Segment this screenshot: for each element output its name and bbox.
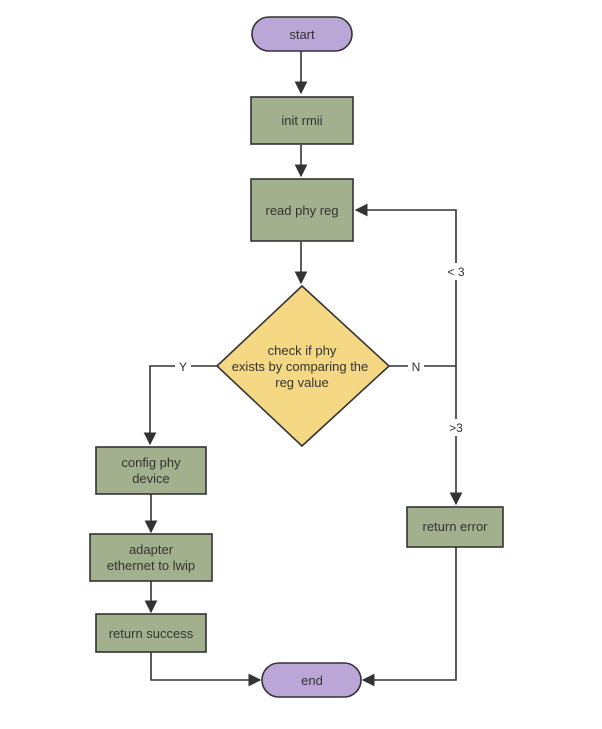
config-phy-label-line-1: config phy <box>121 455 181 470</box>
node-start: start <box>251 16 353 52</box>
node-end: end <box>261 662 362 698</box>
check-phy-label-line-3: reg value <box>275 375 328 390</box>
adapter-box <box>89 533 213 582</box>
return-error-label: return error <box>422 519 488 534</box>
yes-label-bg <box>175 358 191 374</box>
init-rmii-label: init rmii <box>281 113 322 128</box>
node-adapter: adapter ethernet to lwip <box>89 533 213 582</box>
greater-than-3-label-bg <box>446 419 466 436</box>
read-phy-reg-box <box>250 178 354 242</box>
edge-check-to-config-yes <box>143 365 217 446</box>
node-init-rmii: init rmii <box>250 96 354 145</box>
check-phy-diamond <box>215 284 391 448</box>
return-success-box <box>95 613 207 653</box>
start-terminal-shape <box>251 16 353 52</box>
check-phy-label-line-2: exists by comparing the <box>232 359 369 374</box>
edge-labels: Y N < 3 >3 <box>175 263 468 436</box>
no-label-bg <box>408 358 424 374</box>
init-rmii-box <box>250 96 354 145</box>
edge-error-to-end <box>361 547 457 687</box>
end-label: end <box>301 673 323 688</box>
less-than-3-label: < 3 <box>447 265 464 279</box>
return-success-label: return success <box>109 626 194 641</box>
read-phy-reg-label: read phy reg <box>266 203 339 218</box>
no-label: N <box>412 360 421 374</box>
adapter-label-line-2: ethernet to lwip <box>107 558 195 573</box>
node-check-phy: check if phy exists by comparing the reg… <box>215 284 391 448</box>
end-terminal-shape <box>261 662 362 698</box>
node-return-success: return success <box>95 613 207 653</box>
config-phy-box <box>95 446 207 495</box>
node-config-phy: config phy device <box>95 446 207 495</box>
start-label: start <box>289 27 315 42</box>
adapter-label-line-1: adapter <box>129 542 174 557</box>
node-read-phy-reg: read phy reg <box>250 178 354 242</box>
less-than-3-label-bg <box>444 263 468 280</box>
node-return-error: return error <box>406 506 504 548</box>
edge-success-to-end <box>150 652 262 687</box>
config-phy-label-line-2: device <box>132 471 170 486</box>
check-phy-label-line-1: check if phy <box>268 343 337 358</box>
edge-retry-to-read <box>354 203 457 366</box>
return-error-box <box>406 506 504 548</box>
yes-label: Y <box>179 360 187 374</box>
greater-than-3-label: >3 <box>449 421 463 435</box>
